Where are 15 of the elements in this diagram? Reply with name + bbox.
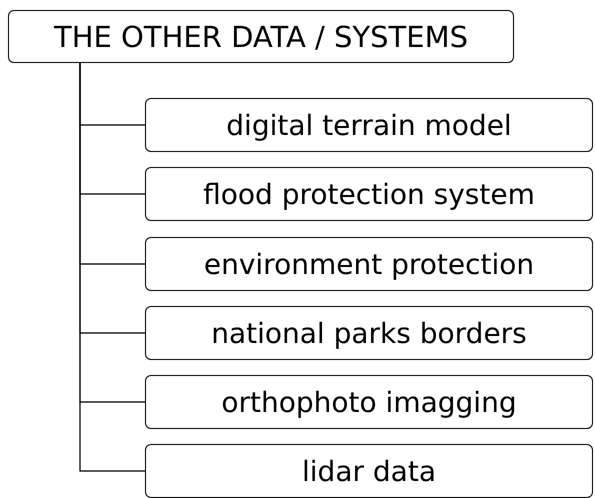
node-label: orthophoto imagging [221,386,517,418]
node-label: environment protection [204,248,534,280]
node-label: THE OTHER DATA / SYSTEMS [54,20,468,54]
node-label: digital terrain model [226,108,512,142]
root-box [8,10,514,63]
node-label: lidar data [302,454,436,488]
item-box [145,98,593,152]
item-box [145,444,593,498]
node-label: national parks borders [211,316,527,350]
item-box [145,237,593,291]
node-label: flood protection system [203,178,535,210]
item-box [145,375,593,429]
item-box [145,167,593,221]
item-box [145,306,593,360]
connector-line [79,63,145,472]
